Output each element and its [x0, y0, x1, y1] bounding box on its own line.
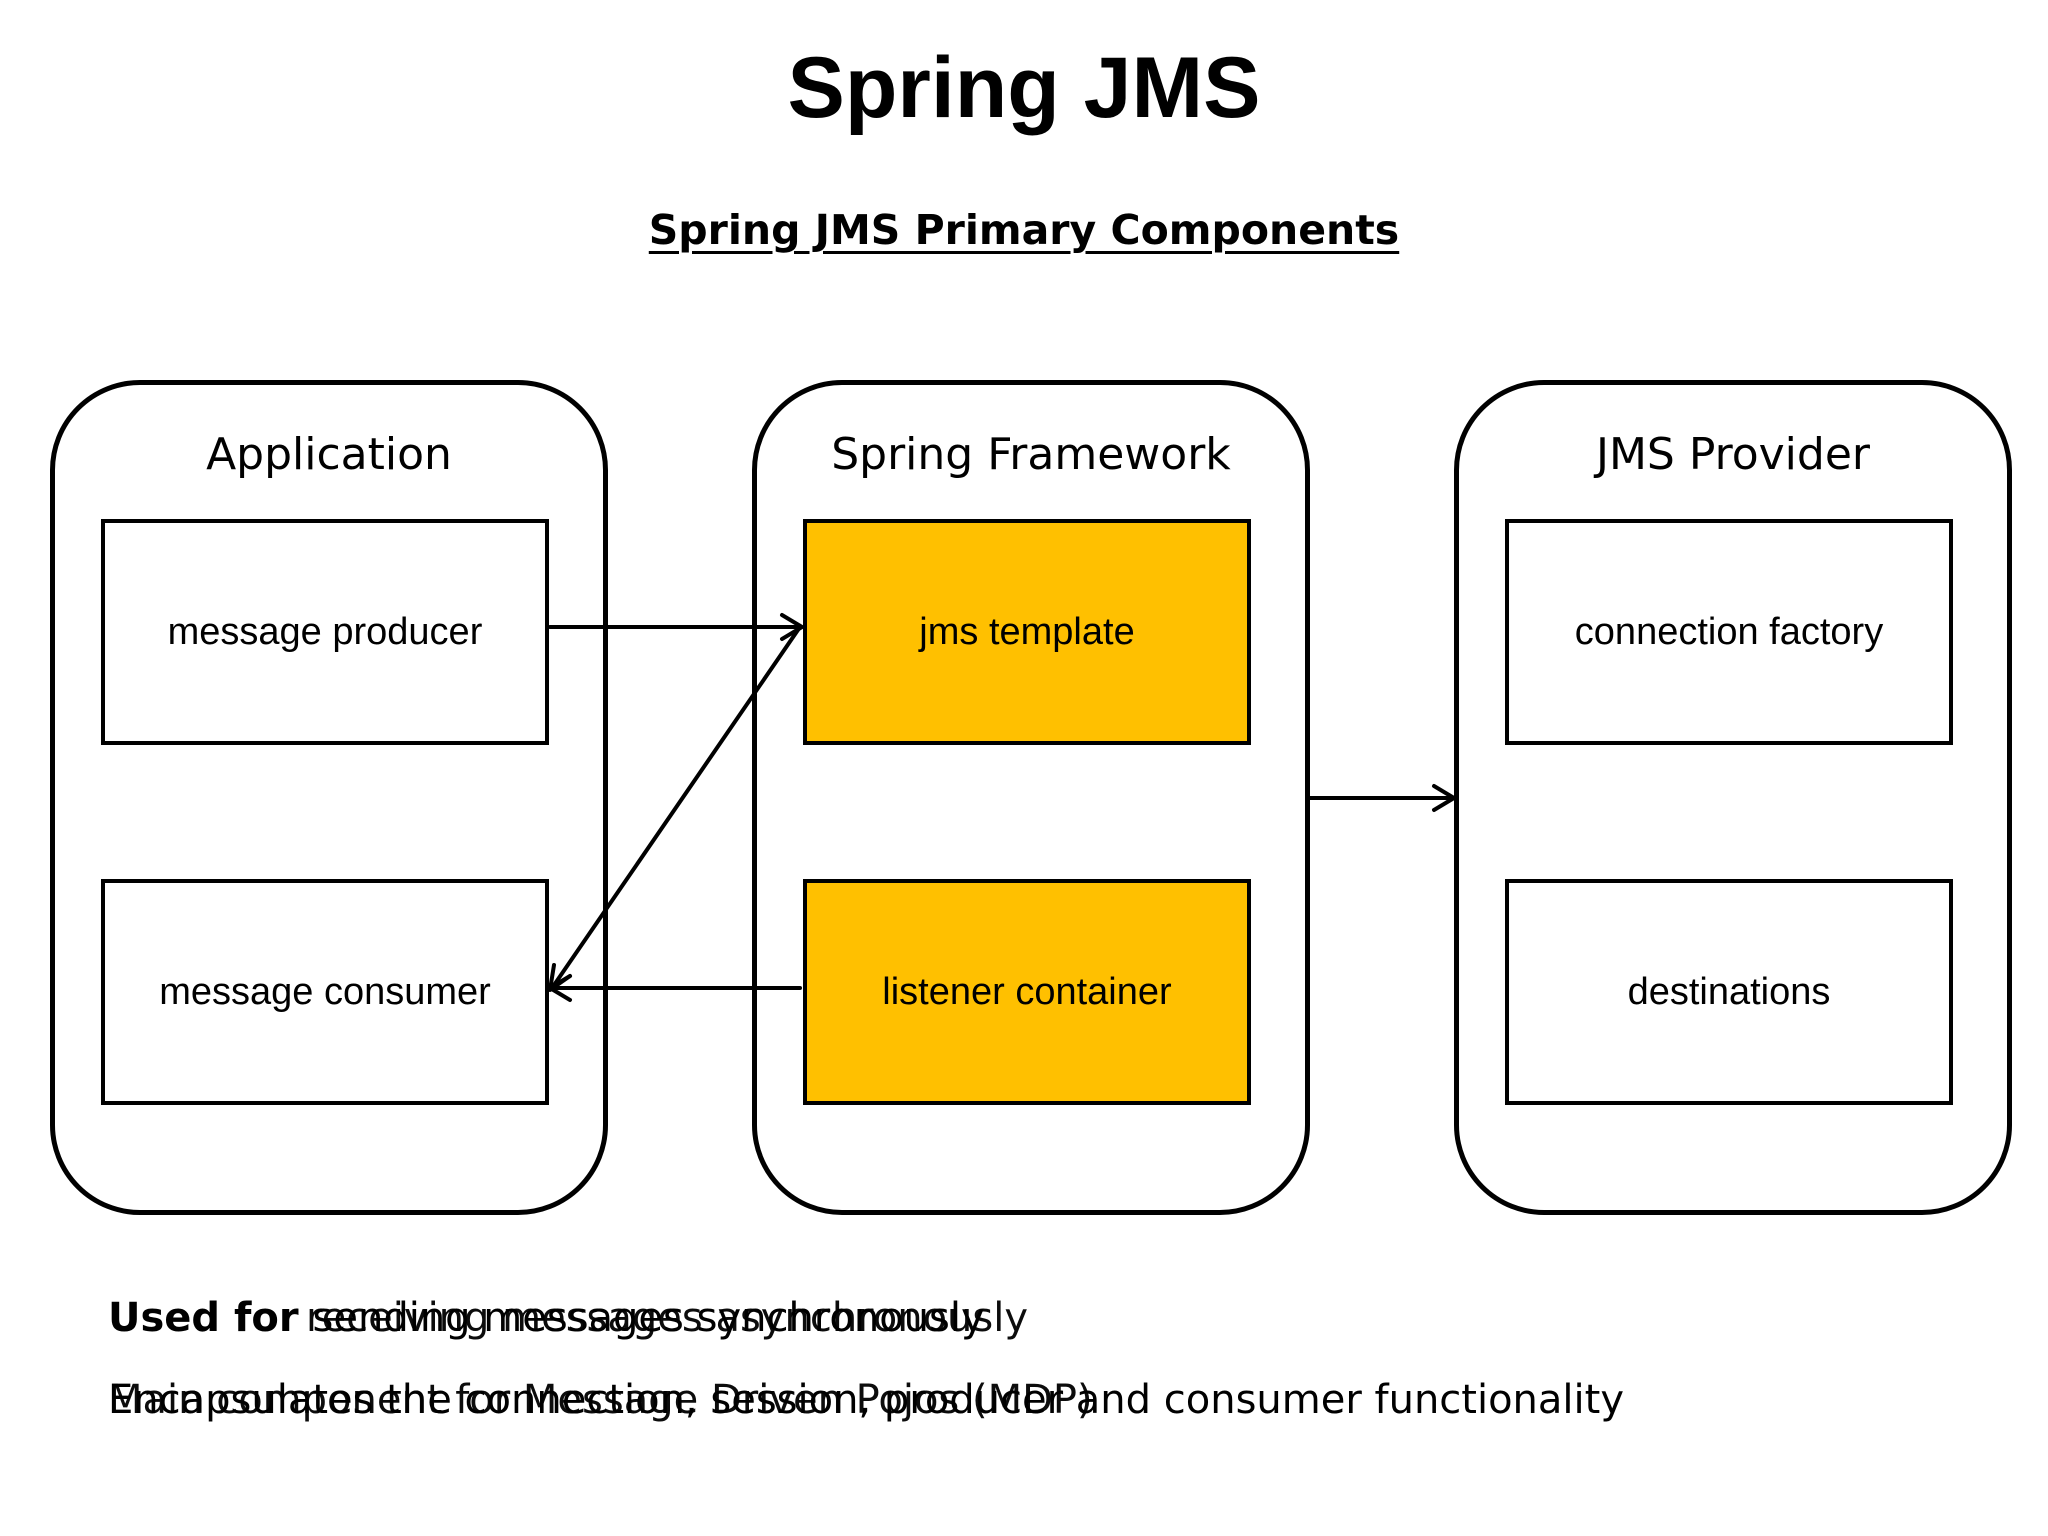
jms-template-box: jms template	[803, 519, 1251, 745]
page-subtitle: Spring JMS Primary Components	[648, 206, 1400, 254]
note-encapsulates: Encapsulates the connection, session, pr…	[108, 1377, 1624, 1423]
note-sending: sending messages synchronously	[312, 1295, 985, 1341]
group-application: Application message producer message con…	[50, 380, 608, 1215]
page-title: Spring JMS	[787, 40, 1261, 136]
message-producer-box: message producer	[101, 519, 549, 745]
note-main-component: Main component for Message Driven Pojos …	[108, 1377, 1093, 1423]
listener-container-box: listener container	[803, 879, 1251, 1105]
connection-factory-box: connection factory	[1505, 519, 1953, 745]
group-jms-provider: JMS Provider connection factory destinat…	[1454, 380, 2012, 1215]
note-used-for: Used for	[108, 1295, 313, 1341]
destinations-box: destinations	[1505, 879, 1953, 1105]
note-line-1a: Used for sending messages synchronously	[108, 1290, 985, 1346]
group-title-application: Application	[206, 429, 452, 480]
group-spring-framework: Spring Framework jms template listener c…	[752, 380, 1310, 1215]
group-title-jms-provider: JMS Provider	[1595, 429, 1870, 480]
message-consumer-box: message consumer	[101, 879, 549, 1105]
group-title-spring-framework: Spring Framework	[831, 429, 1231, 480]
note-receiving: receiving messages asynchronously	[306, 1295, 1029, 1341]
